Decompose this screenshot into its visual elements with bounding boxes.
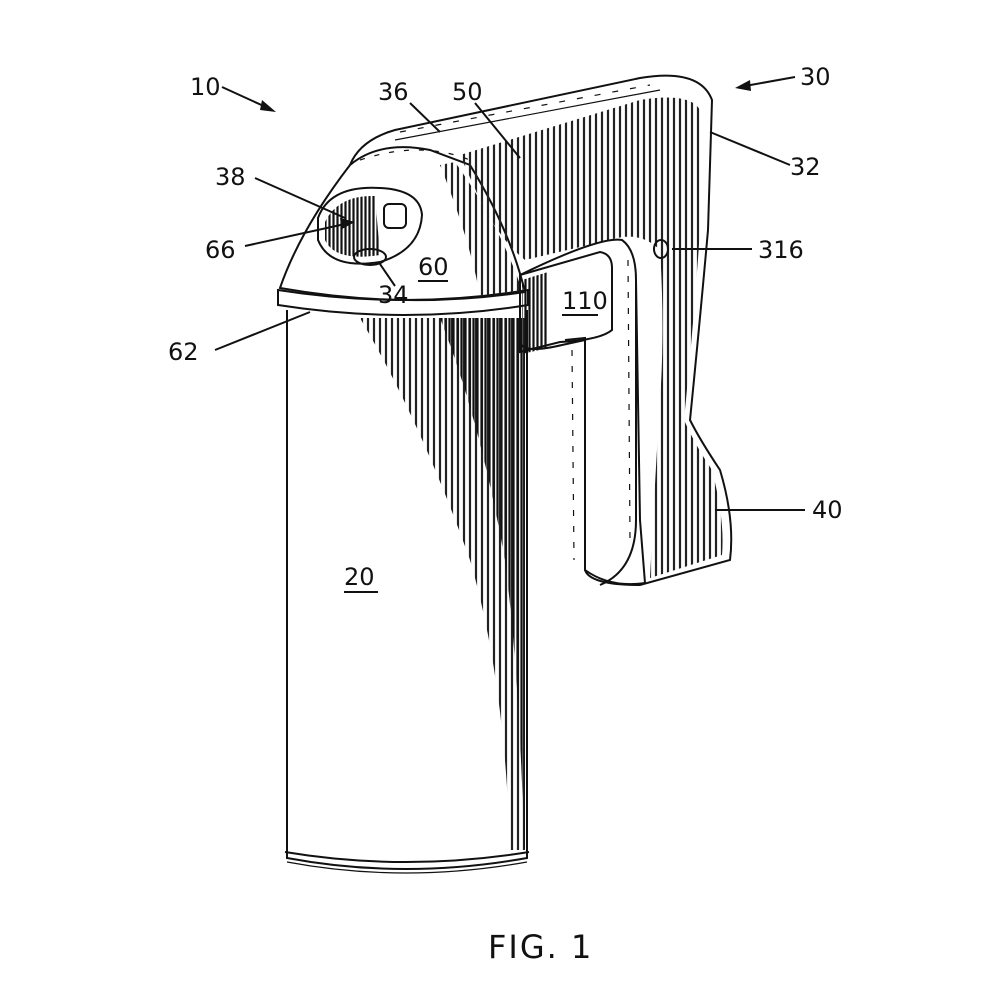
label-32: 32 <box>790 153 821 181</box>
arrow-30 <box>735 80 751 91</box>
can-body <box>286 310 528 870</box>
handle-shading <box>460 97 723 579</box>
can-bottom-rim-lower <box>286 861 528 874</box>
label-40: 40 <box>812 496 843 524</box>
reference-labels: 10 36 50 30 32 38 66 60 34 316 110 62 20… <box>168 63 843 591</box>
leader-66 <box>244 223 346 247</box>
label-36: 36 <box>378 78 409 106</box>
grip-inner-edge <box>519 238 637 586</box>
leader-30 <box>744 76 796 87</box>
label-62: 62 <box>168 338 199 366</box>
label-38: 38 <box>215 163 246 191</box>
can-shading-dark <box>440 318 525 848</box>
arrow-10 <box>260 100 276 112</box>
label-20: 20 <box>344 563 375 591</box>
spray-handle <box>277 74 733 587</box>
label-66: 66 <box>205 236 236 264</box>
label-30: 30 <box>800 63 831 91</box>
nozzle-tip <box>383 203 407 229</box>
leader-38 <box>254 177 346 219</box>
leader-50 <box>474 102 521 159</box>
head-shading <box>440 162 522 296</box>
trigger-shading <box>522 272 548 354</box>
leader-62 <box>214 311 311 351</box>
label-10: 10 <box>190 73 221 101</box>
nozzle-recess <box>317 186 424 265</box>
label-34: 34 <box>378 281 409 309</box>
leader-32 <box>709 131 791 166</box>
leader-34 <box>379 263 396 287</box>
leader-10 <box>221 86 269 109</box>
leader-36 <box>409 102 441 133</box>
leader-lines <box>214 76 805 593</box>
grip-ribs-left <box>571 349 575 561</box>
grip-front <box>564 279 647 586</box>
label-50: 50 <box>452 78 483 106</box>
arrow-66 <box>340 218 355 229</box>
label-316: 316 <box>758 236 804 264</box>
figure-caption: FIG. 1 <box>488 928 593 966</box>
nozzle-recess-shading <box>325 195 380 257</box>
label-110: 110 <box>562 287 608 315</box>
grip-ribs-right <box>627 259 631 541</box>
label-60: 60 <box>418 253 449 281</box>
can-bottom-rim <box>284 851 530 863</box>
nozzle-opening <box>317 186 424 266</box>
button-316 <box>653 239 669 259</box>
actuator-34 <box>353 248 387 266</box>
trigger <box>519 250 613 354</box>
top-ribs <box>399 84 651 133</box>
aerosol-can <box>284 310 530 874</box>
